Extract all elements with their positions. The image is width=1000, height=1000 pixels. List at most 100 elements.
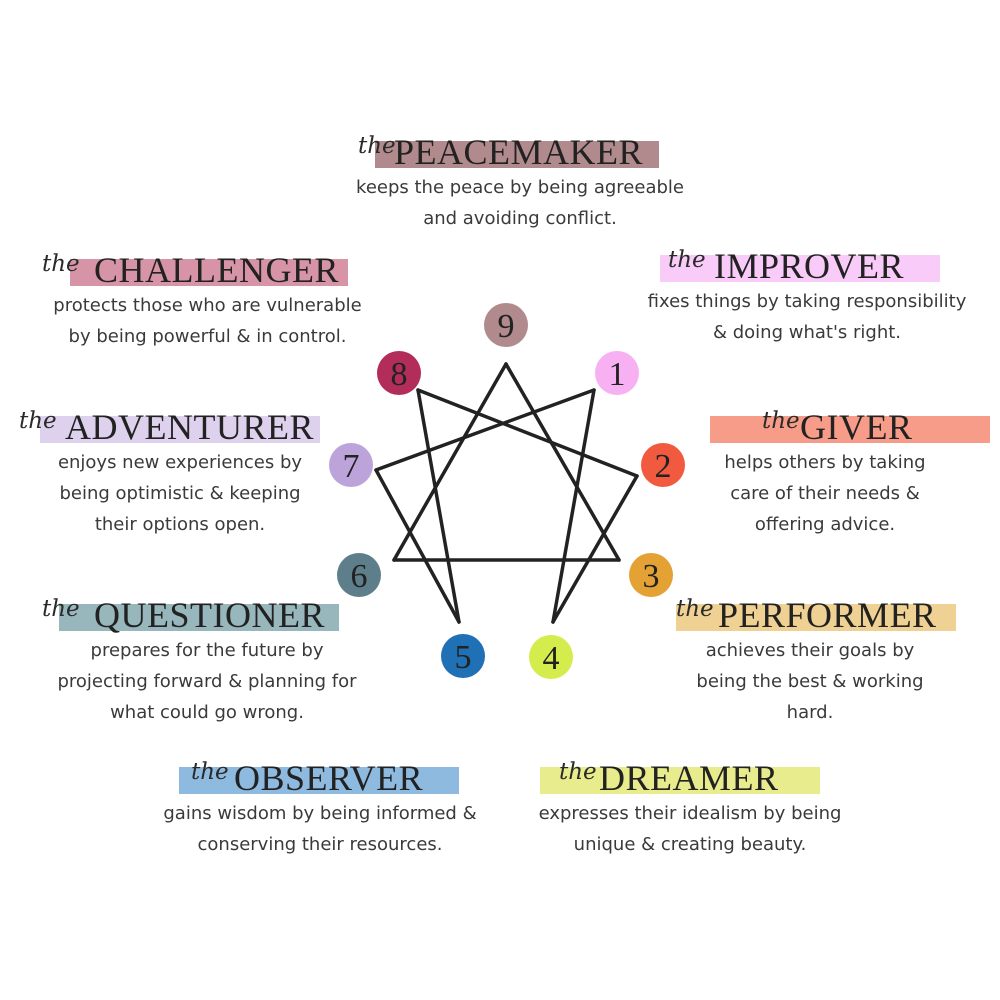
type-heading: the DREAMER xyxy=(515,754,865,798)
description-line: what could go wrong. xyxy=(110,702,304,723)
type-heading: the CHALLENGER xyxy=(20,246,395,290)
type-name: ADVENTURER xyxy=(65,407,314,447)
highlight-bar xyxy=(40,416,320,443)
description-line: expresses their idealism by being xyxy=(538,803,842,824)
number-label: 1 xyxy=(609,356,626,393)
highlight-bar xyxy=(59,604,339,631)
highlight-bar xyxy=(70,259,348,286)
type-giver: the GIVER helps others by taking care of… xyxy=(690,403,990,540)
type-name: CHALLENGER xyxy=(94,250,339,290)
type-description: gains wisdom by being informed & conserv… xyxy=(135,798,505,860)
description-line: fixes things by taking responsibility xyxy=(647,291,967,312)
number-label: 3 xyxy=(643,558,660,595)
number-label: 4 xyxy=(543,640,560,677)
description-line: helps others by taking xyxy=(724,452,926,473)
description-line: & doing what's right. xyxy=(712,322,902,343)
number-circle-fill xyxy=(337,553,381,597)
hexad-line xyxy=(551,388,596,624)
number-label: 5 xyxy=(455,639,472,676)
type-name: PEACEMAKER xyxy=(394,132,644,172)
number-circle-fill xyxy=(629,553,673,597)
type-description: expresses their idealism by being unique… xyxy=(515,798,865,860)
type-description: helps others by taking care of their nee… xyxy=(660,447,990,540)
highlight-bar xyxy=(710,416,990,443)
highlight-bar xyxy=(676,604,956,631)
type-description: fixes things by taking responsibility & … xyxy=(618,286,996,348)
heading-article: the xyxy=(42,251,80,277)
number-circle-fill xyxy=(595,351,639,395)
type-description: protects those who are vulnerable by bei… xyxy=(20,290,395,352)
enneagram-number-circles: 9 1 2 3 4 5 6 7 8 xyxy=(329,303,685,679)
description-line: enjoys new experiences by xyxy=(57,452,303,473)
description-line: their options open. xyxy=(94,514,266,535)
description-line: keeps the peace by being agreeable xyxy=(356,177,684,198)
highlight-bar xyxy=(375,141,659,168)
number-circle-3: 3 xyxy=(629,553,673,597)
heading-article: the xyxy=(559,759,597,785)
description-line: achieves their goals by xyxy=(705,640,915,661)
number-circle-7: 7 xyxy=(329,443,373,487)
type-heading: the ADVENTURER xyxy=(15,403,345,447)
number-circle-fill xyxy=(329,443,373,487)
hexad-line xyxy=(416,388,639,478)
number-circle-5: 5 xyxy=(441,634,485,678)
number-circle-1: 1 xyxy=(595,351,639,395)
type-name: IMPROVER xyxy=(714,246,905,286)
number-circle-4: 4 xyxy=(529,635,573,679)
type-name: DREAMER xyxy=(599,758,779,798)
description-line: offering advice. xyxy=(754,514,896,535)
description-line: projecting forward & planning for xyxy=(57,671,357,692)
description-line: gains wisdom by being informed & xyxy=(163,803,477,824)
type-description: keeps the peace by being agreeable and a… xyxy=(300,172,740,234)
type-name: GIVER xyxy=(800,407,913,447)
number-label: 9 xyxy=(498,308,515,345)
number-circle-6: 6 xyxy=(337,553,381,597)
type-observer: the OBSERVER gains wisdom by being infor… xyxy=(135,754,505,860)
number-circle-9: 9 xyxy=(484,303,528,347)
highlight-bar xyxy=(660,255,940,282)
number-label: 7 xyxy=(343,448,360,485)
highlight-bar xyxy=(540,767,820,794)
description-line: unique & creating beauty. xyxy=(573,834,807,855)
description-line: prepares for the future by xyxy=(90,640,324,661)
type-heading: the PERFORMER xyxy=(660,591,960,635)
heading-article: the xyxy=(668,247,706,273)
type-performer: the PERFORMER achieves their goals by be… xyxy=(660,591,960,728)
type-challenger: the CHALLENGER protects those who are vu… xyxy=(20,246,395,352)
type-name: PERFORMER xyxy=(718,595,937,635)
number-circle-fill xyxy=(529,635,573,679)
number-circle-fill xyxy=(377,351,421,395)
hexad-line xyxy=(416,388,461,624)
number-label: 6 xyxy=(351,558,368,595)
type-questioner: the QUESTIONER prepares for the future b… xyxy=(22,591,392,728)
highlight-bar xyxy=(179,767,459,794)
number-circle-8: 8 xyxy=(377,351,421,395)
heading-article: the xyxy=(762,408,800,434)
description-line: by being powerful & in control. xyxy=(68,326,347,347)
type-dreamer: the DREAMER expresses their idealism by … xyxy=(515,754,865,860)
hexad-line xyxy=(374,388,596,472)
heading-article: the xyxy=(191,759,229,785)
number-label: 8 xyxy=(391,356,408,393)
description-line: being the best & working xyxy=(696,671,924,692)
type-adventurer: the ADVENTURER enjoys new experiences by… xyxy=(15,403,345,540)
type-peacemaker: the PEACEMAKER keeps the peace by being … xyxy=(300,128,740,234)
type-heading: the QUESTIONER xyxy=(22,591,392,635)
number-circle-2: 2 xyxy=(641,443,685,487)
number-circle-fill xyxy=(484,303,528,347)
type-name: QUESTIONER xyxy=(94,595,325,635)
hexad-line xyxy=(374,468,461,624)
description-line: care of their needs & xyxy=(730,483,920,504)
number-label: 2 xyxy=(655,448,672,485)
description-line: hard. xyxy=(786,702,834,723)
enneagram-star-lines xyxy=(374,362,639,624)
type-heading: the IMPROVER xyxy=(618,242,996,286)
type-name: OBSERVER xyxy=(234,758,424,798)
hexad-line xyxy=(551,474,639,624)
type-heading: the GIVER xyxy=(690,403,990,447)
type-description: prepares for the future by projecting fo… xyxy=(22,635,392,728)
heading-article: the xyxy=(19,408,57,434)
type-heading: the PEACEMAKER xyxy=(300,128,740,172)
